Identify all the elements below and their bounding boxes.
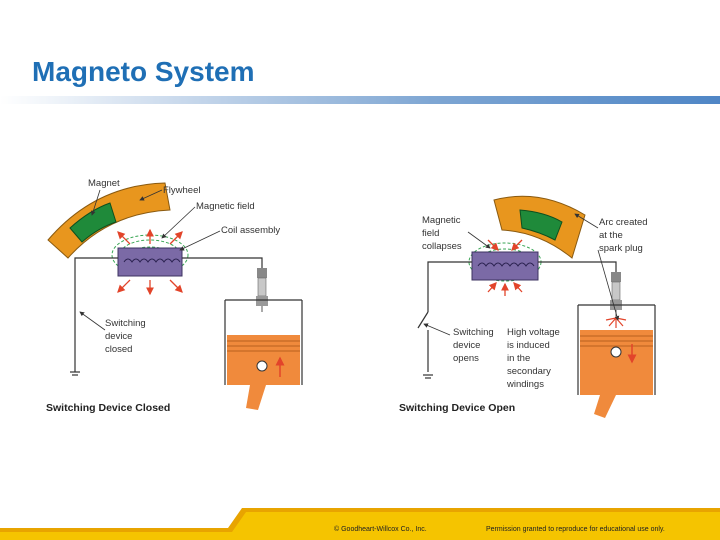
right-magneto-diagram [417, 195, 656, 418]
label-hv-4: secondary [507, 366, 551, 377]
label-hv-5: windings [507, 379, 544, 390]
label-flywheel: Flywheel [163, 185, 201, 196]
right-circuit-wires [427, 261, 617, 372]
left-field-arrows [117, 228, 183, 296]
left-coil-assembly [117, 247, 183, 277]
spark-arc [605, 317, 627, 328]
label-arc-1: Arc created [599, 217, 648, 228]
label-magnetic-field: Magnetic field [196, 201, 255, 212]
right-field-arrows [487, 239, 523, 296]
label-switch-open-1: Switching [453, 327, 494, 338]
label-switch-open-2: device [453, 340, 481, 351]
label-coil-assembly: Coil assembly [221, 225, 281, 236]
label-switch-closed-2: device [105, 331, 133, 342]
footer-permission: Permission granted to reproduce for educ… [486, 526, 665, 533]
left-piston [227, 335, 300, 410]
slide-title: Magneto System [32, 56, 255, 87]
label-collapse-3: collapses [422, 241, 462, 252]
label-collapse-1: Magnetic [422, 215, 461, 226]
left-cylinder [224, 299, 303, 385]
right-open-switch [417, 311, 429, 329]
right-spark-plug [610, 272, 622, 316]
label-hv-3: in the [507, 353, 531, 364]
label-switch-open-3: opens [453, 353, 479, 364]
label-switch-closed-3: closed [105, 344, 133, 355]
label-hv-1: High voltage [507, 327, 560, 338]
caption-switching-device-closed: Switching Device Closed [46, 402, 171, 414]
footer-decoration [0, 508, 720, 540]
left-magnet [69, 202, 117, 243]
caption-switching-device-open: Switching Device Open [399, 402, 516, 414]
label-switch-closed-1: Switching [105, 318, 146, 329]
right-cylinder [577, 304, 656, 395]
label-collapse-2: field [422, 228, 440, 239]
left-magneto-diagram [47, 182, 303, 410]
right-piston [580, 330, 653, 418]
label-arc-2: at the [599, 230, 623, 241]
label-hv-2: is induced [507, 340, 550, 351]
title-underline-bar [0, 96, 720, 104]
label-magnet: Magnet [88, 178, 120, 189]
footer-copyright: © Goodheart-Willcox Co., Inc. [334, 526, 427, 533]
label-arc-3: spark plug [599, 243, 643, 254]
right-coil-assembly [471, 251, 539, 281]
left-spark-plug [256, 268, 268, 312]
right-magnet [519, 209, 563, 241]
